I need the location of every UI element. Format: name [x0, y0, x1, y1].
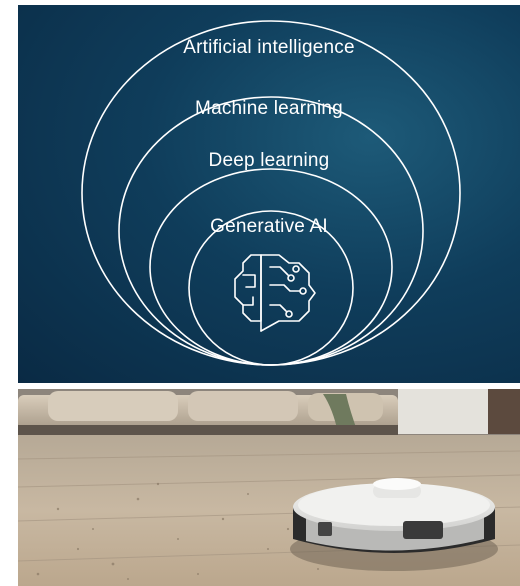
circle-generative-ai [188, 210, 354, 366]
ai-nested-circles-diagram: Artificial intelligence Machine learning… [18, 5, 520, 383]
robot-vacuum-photo [18, 389, 520, 586]
label-artificial-intelligence: Artificial intelligence [183, 37, 355, 58]
label-generative-ai: Generative AI [210, 216, 328, 237]
nested-circles [81, 20, 461, 366]
brain-circuit-icon [234, 254, 316, 332]
label-deep-learning: Deep learning [208, 150, 330, 171]
robot-vacuum [290, 478, 498, 571]
circle-artificial-intelligence [81, 20, 461, 366]
label-machine-learning: Machine learning [195, 98, 343, 119]
robot-vacuum-scene [18, 389, 520, 586]
